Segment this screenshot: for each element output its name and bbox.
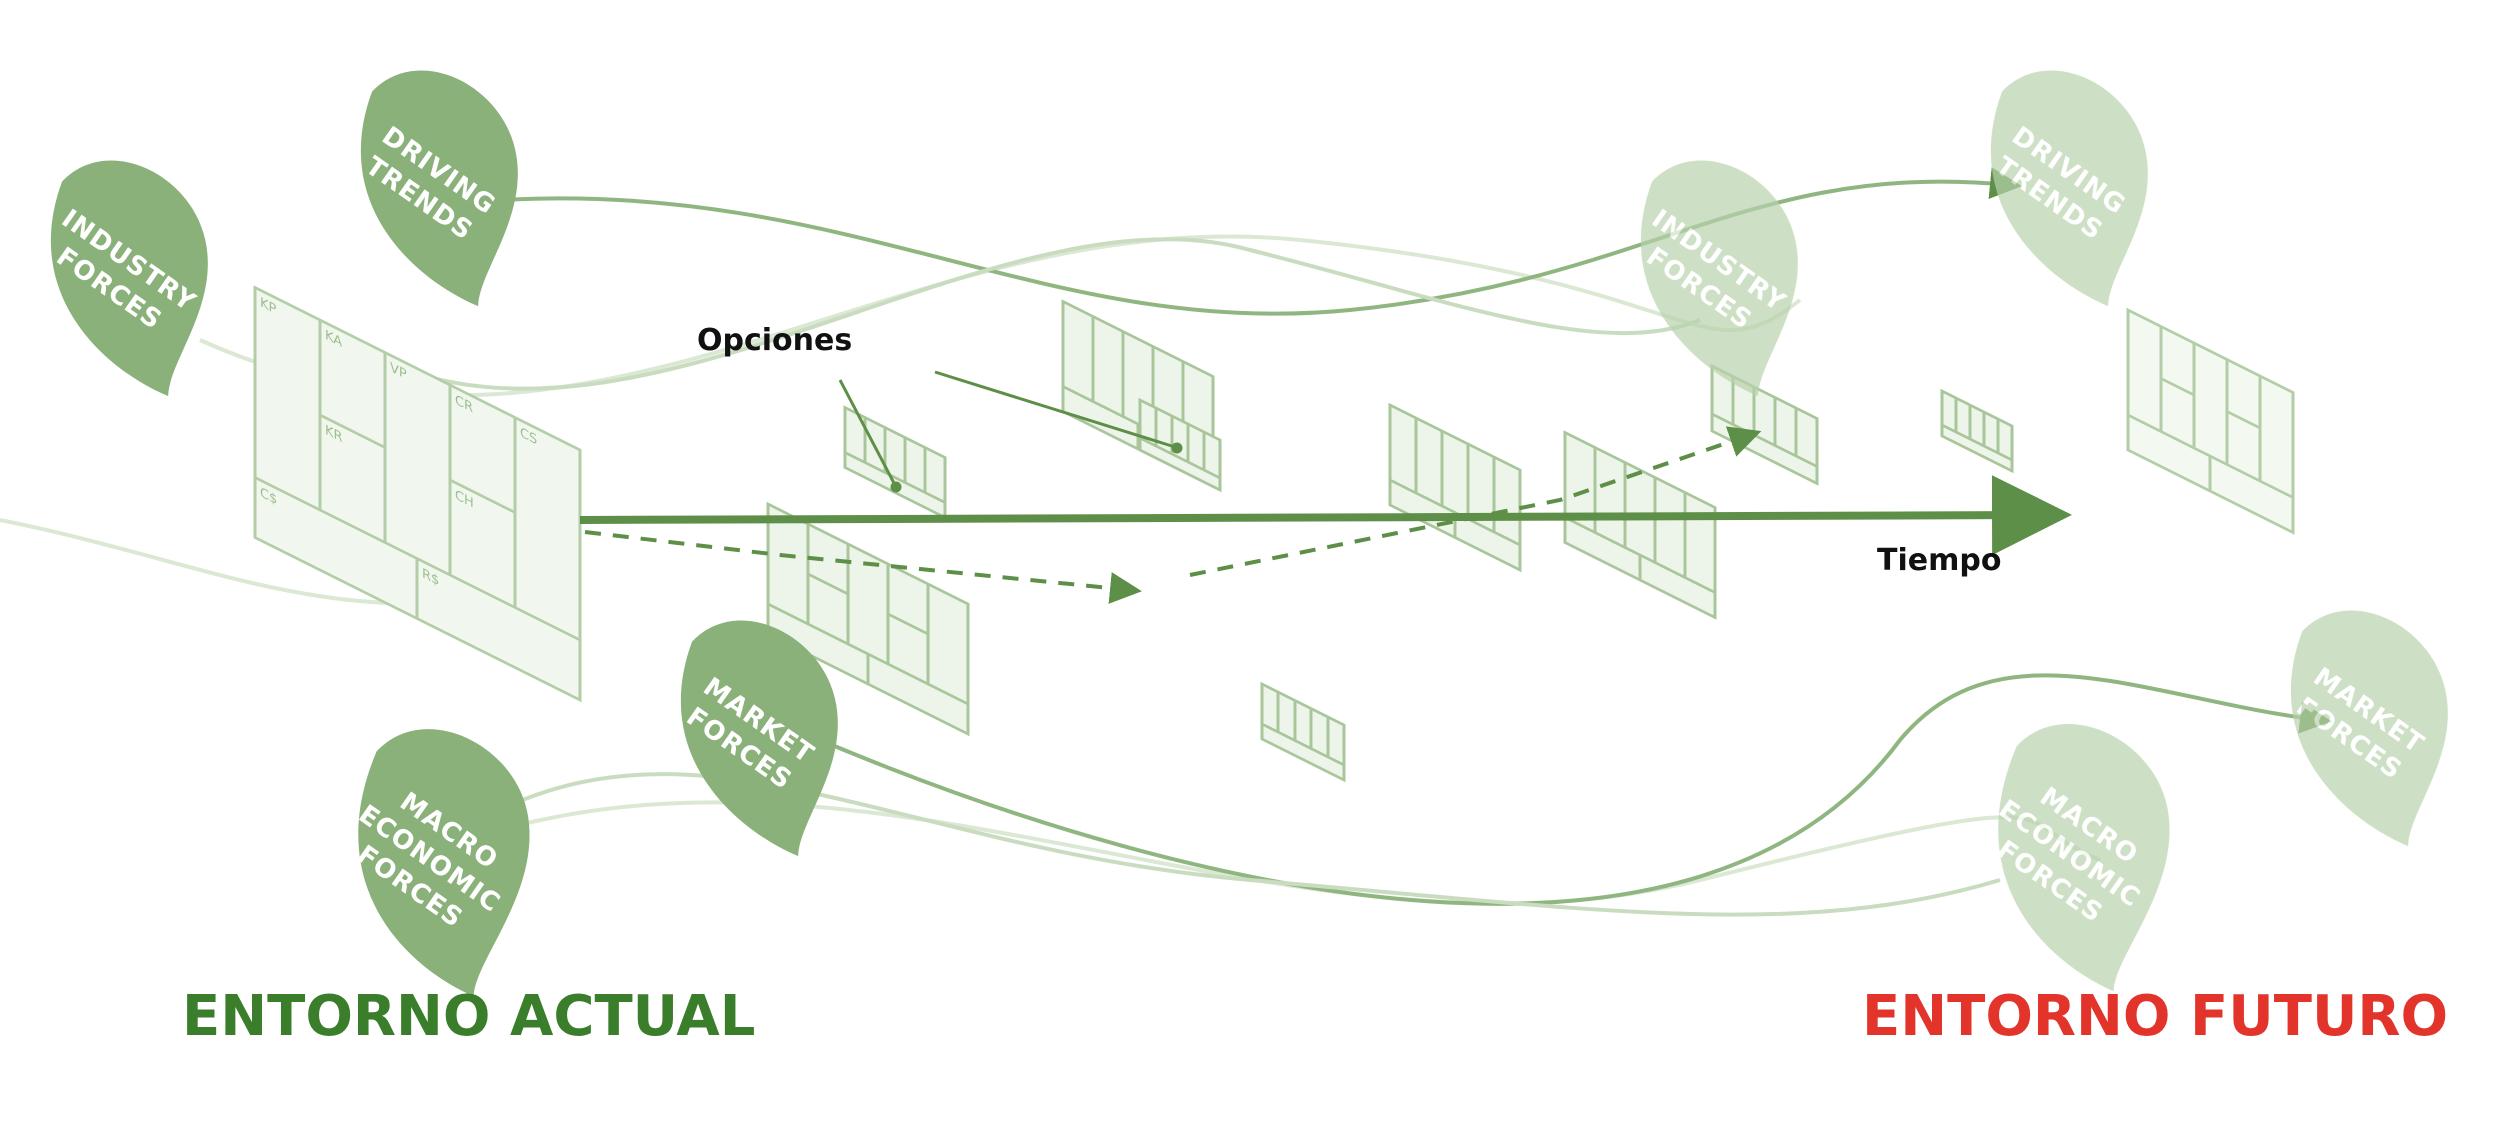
time-arrow <box>579 475 2072 556</box>
future-forces: INDUSTRY FORCES DRIVING TRENDS MARKET FO… <box>1641 70 2448 992</box>
current-business-model-canvas: KP KA KR VP CR CH CS C$ R$ <box>253 285 582 703</box>
future-macro-forces-leaf: MACRO ECONOMIC FORCES <box>1991 724 2170 992</box>
future-business-model-canvas <box>2126 307 2295 535</box>
driving-trends-leaf: DRIVING TRENDS <box>360 70 518 307</box>
future-environment-label: ENTORNO FUTURO <box>1862 984 2449 1049</box>
option-canvas <box>1563 430 1717 620</box>
future-driving-trends-leaf: DRIVING TRENDS <box>1990 70 2148 307</box>
option-path-dashed <box>584 426 1762 604</box>
option-canvas <box>1260 681 1346 783</box>
future-industry-forces-leaf: INDUSTRY FORCES <box>1641 160 1798 397</box>
option-pointers <box>838 370 1183 493</box>
option-canvases <box>766 299 2295 783</box>
option-canvas <box>1940 388 2014 474</box>
options-label: Opciones <box>697 323 852 358</box>
time-label: Tiempo <box>1877 543 2001 578</box>
option-canvas <box>1388 402 1522 573</box>
option-canvas <box>843 405 947 520</box>
future-market-forces-leaf: MARKET FORCES <box>2291 610 2448 847</box>
industry-forces-leaf: INDUSTRY FORCES <box>51 160 208 397</box>
current-forces: INDUSTRY FORCES DRIVING TRENDS MARKET FO… <box>51 70 838 997</box>
current-environment-label: ENTORNO ACTUAL <box>182 984 756 1049</box>
force-connection-lines <box>379 167 2332 917</box>
macro-economic-forces-leaf: MACRO ECONOMIC FORCES <box>351 729 530 997</box>
option-canvas <box>1710 363 1819 486</box>
